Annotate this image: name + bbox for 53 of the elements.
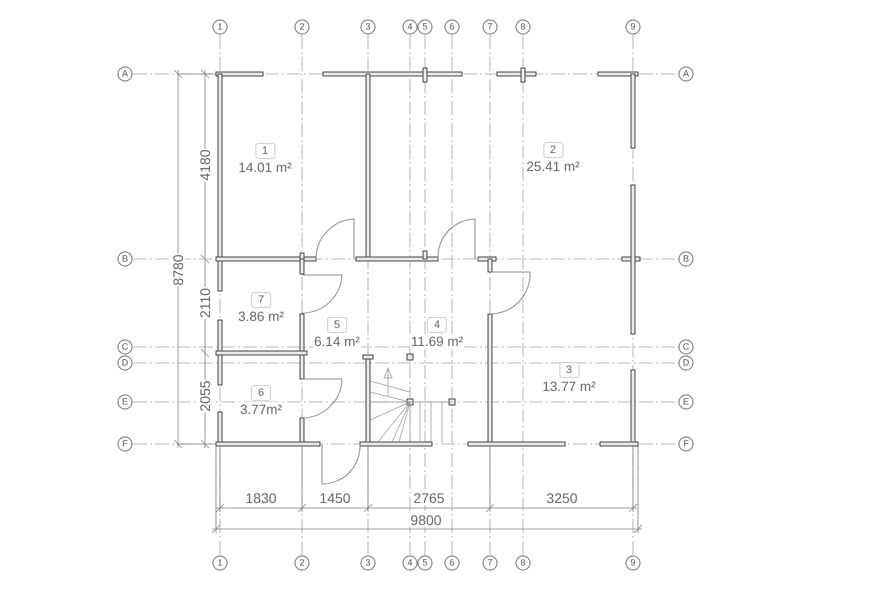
grid-axis-bubble: 1 <box>212 20 228 34</box>
grid-axis-bubble: C <box>118 340 132 354</box>
grid-axis-bubble: D <box>678 356 694 370</box>
grid-axis-bubble: 6 <box>444 20 460 34</box>
grid-axis-bubble: 7 <box>482 556 498 570</box>
grid-axis-bubble: A <box>118 66 132 82</box>
room-area-label: 13.77 m² <box>541 379 597 394</box>
room-area-label: 25.41 m² <box>525 159 581 174</box>
grid-axis-bubble: 1 <box>212 556 228 570</box>
grid-axis-bubble: F <box>118 436 132 452</box>
grid-axis-bubble: 9 <box>626 556 640 570</box>
grid-axis-bubble: E <box>118 394 132 410</box>
room-number-tag: 3 <box>558 362 580 378</box>
room-number-tag: 6 <box>250 385 272 402</box>
grid-axis-bubble: 3 <box>360 20 376 34</box>
room-number-tag: 2 <box>542 142 564 158</box>
room-number-tag: 1 <box>254 143 276 160</box>
grid-axis-bubble: B <box>678 252 694 266</box>
dimension-label: 3250 <box>545 491 579 505</box>
room-number-tag: 5 <box>326 317 348 334</box>
grid-axis-bubble: 8 <box>516 556 530 570</box>
room-area-label: 3.77m² <box>238 402 284 418</box>
room-area-label: 6.14 m² <box>313 334 361 350</box>
dimension-label: 2110 <box>198 286 212 320</box>
room-area-label: 11.69 m² <box>410 334 464 350</box>
dimension-label: 9800 <box>409 513 443 527</box>
grid-axis-bubble: 6 <box>444 556 460 570</box>
grid-axis-bubble: 9 <box>626 20 640 34</box>
room-area-label: 3.86 m² <box>237 309 285 324</box>
dimension-label: 8780 <box>171 253 185 287</box>
grid-axis-bubble: 7 <box>482 20 498 34</box>
dimension-label: 2055 <box>198 379 212 413</box>
room-area-label: 14.01 m² <box>237 160 293 176</box>
grid-axis-bubble: 4 <box>402 20 418 34</box>
grid-axis-bubble: D <box>118 356 132 370</box>
grid-axis-bubble: F <box>678 436 694 452</box>
room-number-tag: 7 <box>250 292 272 308</box>
grid-axis-bubble: 3 <box>360 556 376 570</box>
grid-axis-bubble: C <box>678 340 694 354</box>
grid-axis-bubble: B <box>118 252 132 266</box>
grid-axis-bubble: 4 <box>402 556 418 570</box>
grid-axis-bubble: 2 <box>294 20 310 34</box>
grid-axis-bubble: 8 <box>516 20 530 34</box>
dimension-label: 1450 <box>318 491 352 505</box>
grid-axis-bubble: 5 <box>418 20 432 34</box>
grid-axis-bubble: 2 <box>294 556 310 570</box>
grid-axis-bubble: 5 <box>418 556 432 570</box>
grid-axis-bubble: E <box>678 394 694 410</box>
grid-axis-bubble: A <box>678 66 694 82</box>
dimension-label: 1830 <box>244 491 278 505</box>
room-number-tag: 4 <box>426 317 448 334</box>
dimension-label: 4180 <box>198 148 212 182</box>
dimension-label: 2765 <box>412 491 446 505</box>
